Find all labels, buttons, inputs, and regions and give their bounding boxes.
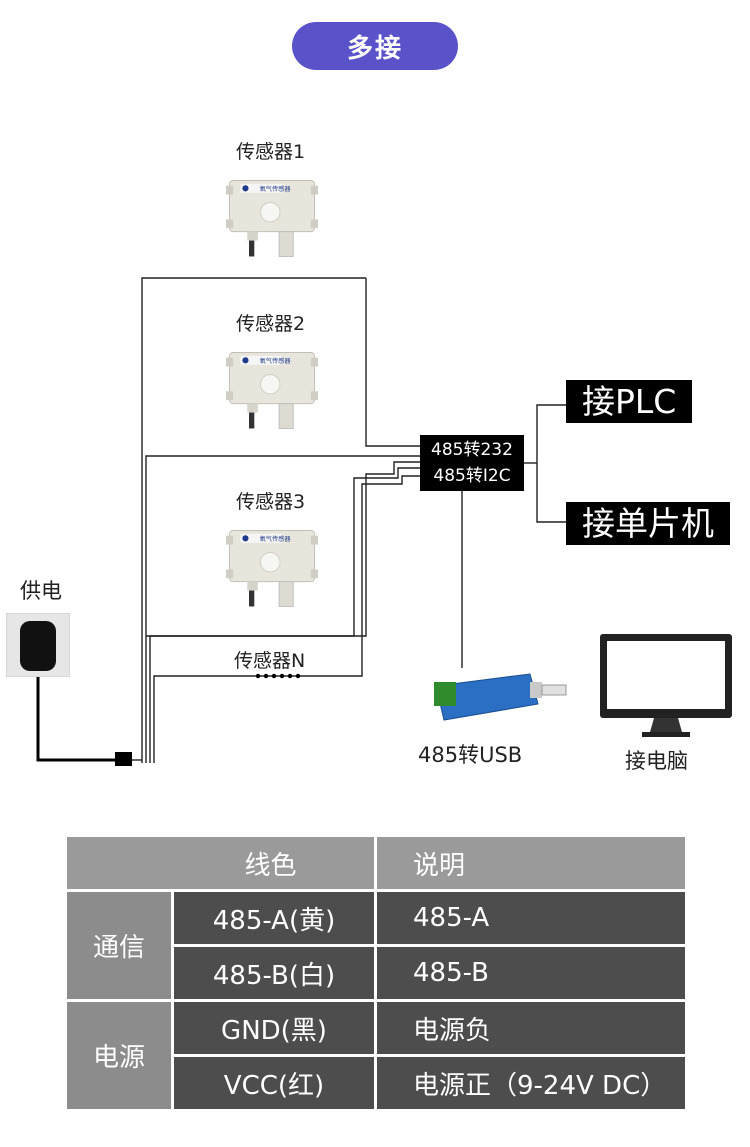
wiring-spec-table: 线色 说明 通信 485-A(黄) 485-A 485-B(白) 485-B 电… xyxy=(64,834,688,1112)
sensor-n-label: 传感器N xyxy=(234,650,306,672)
group-comm: 通信 xyxy=(67,892,171,999)
power-label: 供电 xyxy=(20,579,62,603)
converter-line-232: 485转232 xyxy=(431,440,513,460)
sensor-3-label: 传感器3 xyxy=(236,491,306,513)
usb-label: 485转USB xyxy=(418,743,523,767)
wiring-diagram xyxy=(36,277,566,766)
mcu-tag: 接单片机 xyxy=(566,502,730,545)
cell-desc: 485-A xyxy=(377,892,685,944)
converter-box: 485转232 485转I2C xyxy=(420,435,524,491)
sensor-3-badge: 氧气传感器 xyxy=(260,535,292,543)
ellipsis-dots xyxy=(255,673,301,679)
sensor-3-device: 氧气传感器 xyxy=(226,529,318,607)
header-description: 说明 xyxy=(377,837,685,889)
table-row: 485-B(白) 485-B xyxy=(67,947,685,999)
converter-line-i2c: 485转I2C xyxy=(433,466,511,486)
table-row: VCC(红) 电源正（9-24V DC） xyxy=(67,1057,685,1109)
table-row: 电源 GND(黑) 电源负 xyxy=(67,1002,685,1109)
sensor-1-label: 传感器1 xyxy=(236,141,306,163)
sensor-1-device: 氧气传感器 xyxy=(226,179,318,257)
title-badge: 多接 xyxy=(292,22,458,70)
group-power: 电源 xyxy=(67,1002,171,1109)
table-header-row: 线色 说明 xyxy=(67,837,685,889)
sensor-2-label: 传感器2 xyxy=(236,313,306,335)
cell-desc: 485-B xyxy=(377,947,685,999)
plc-tag: 接PLC xyxy=(566,380,693,423)
usb-converter-icon xyxy=(434,673,567,721)
sensor-2-badge: 氧气传感器 xyxy=(260,357,292,365)
cell-wire: 485-A(黄) xyxy=(174,892,374,944)
header-wire-color: 线色 xyxy=(67,837,374,889)
table-row: 通信 485-A(黄) 485-A xyxy=(67,892,685,999)
cell-wire: 485-B(白) xyxy=(174,947,374,999)
cell-wire: VCC(红) xyxy=(174,1057,374,1109)
sensor-1-badge: 氧气传感器 xyxy=(260,185,292,193)
power-outlet-icon xyxy=(6,613,70,677)
cell-wire: GND(黑) xyxy=(174,1002,374,1054)
monitor-icon xyxy=(600,634,732,737)
pc-label: 接电脑 xyxy=(625,749,688,773)
cell-desc: 电源正（9-24V DC） xyxy=(377,1057,685,1109)
sensor-2-device: 氧气传感器 xyxy=(226,351,318,429)
cell-desc: 电源负 xyxy=(377,1002,685,1054)
